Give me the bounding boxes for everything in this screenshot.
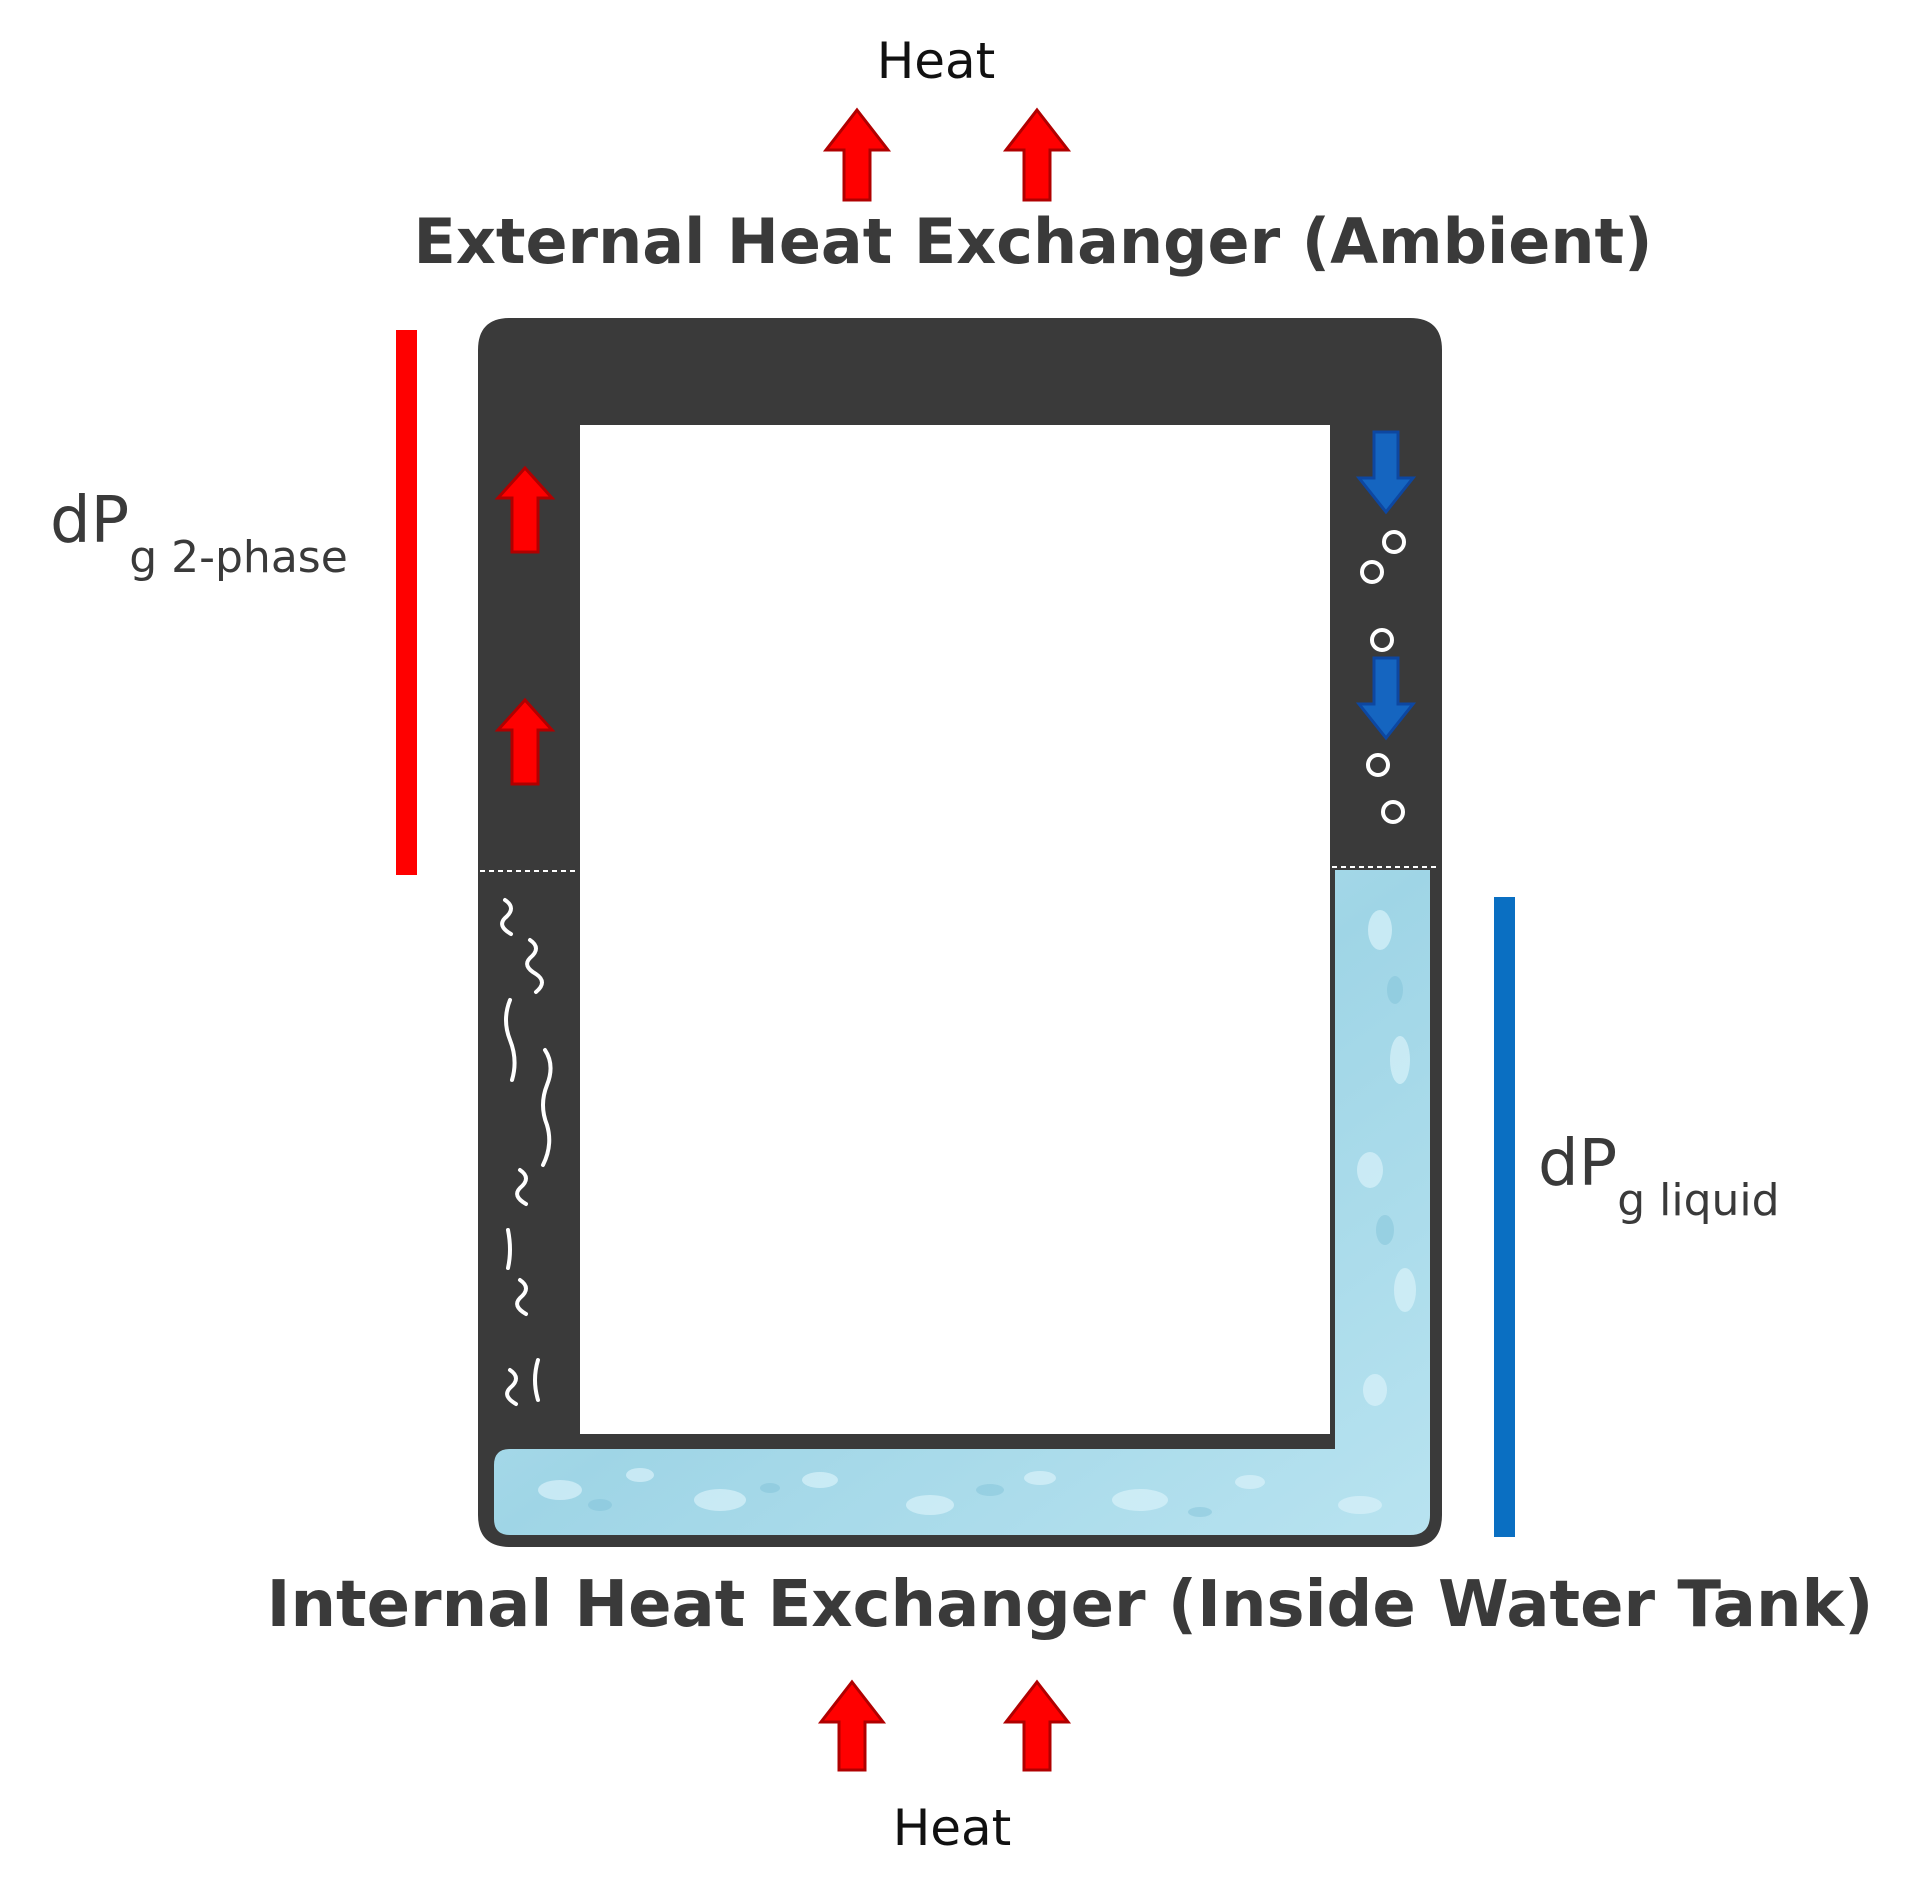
dp-2phase-label: dPg 2-phase xyxy=(50,484,348,583)
external-heat-exchanger-title: External Heat Exchanger (Ambient) xyxy=(414,205,1653,278)
dp-liquid-indicator-bar xyxy=(1494,897,1515,1537)
vapor-squiggle-icon xyxy=(500,898,553,1406)
top-heat-label: Heat xyxy=(877,32,996,90)
dp-liquid-main: dP xyxy=(1538,1127,1617,1201)
flow-up-arrow-icon xyxy=(494,465,556,554)
flow-up-arrow-icon xyxy=(494,697,556,786)
loop-pipe xyxy=(478,318,1442,1547)
bottom-heat-label: Heat xyxy=(893,1799,1012,1857)
bubble-icon xyxy=(1360,530,1406,824)
heat-up-arrow-icon xyxy=(1002,107,1072,202)
flow-down-arrow-icon xyxy=(1355,656,1417,741)
internal-heat-exchanger-title: Internal Heat Exchanger (Inside Water Ta… xyxy=(267,1568,1874,1642)
liquid-droplet-shading xyxy=(588,976,1403,1517)
flow-down-arrow-icon xyxy=(1355,430,1417,515)
liquid-fill xyxy=(494,870,1430,1535)
heat-up-arrow-icon xyxy=(1002,1679,1072,1772)
heat-up-arrow-icon xyxy=(817,1679,887,1772)
dp-liquid-sub: g liquid xyxy=(1617,1175,1779,1226)
heat-up-arrow-icon xyxy=(822,107,892,202)
liquid-droplet-texture xyxy=(538,910,1416,1515)
dp-2phase-sub: g 2-phase xyxy=(129,532,348,583)
dp-liquid-label: dPg liquid xyxy=(1538,1127,1780,1226)
dp-2phase-main: dP xyxy=(50,484,129,558)
dp-2phase-indicator-bar xyxy=(396,330,417,875)
